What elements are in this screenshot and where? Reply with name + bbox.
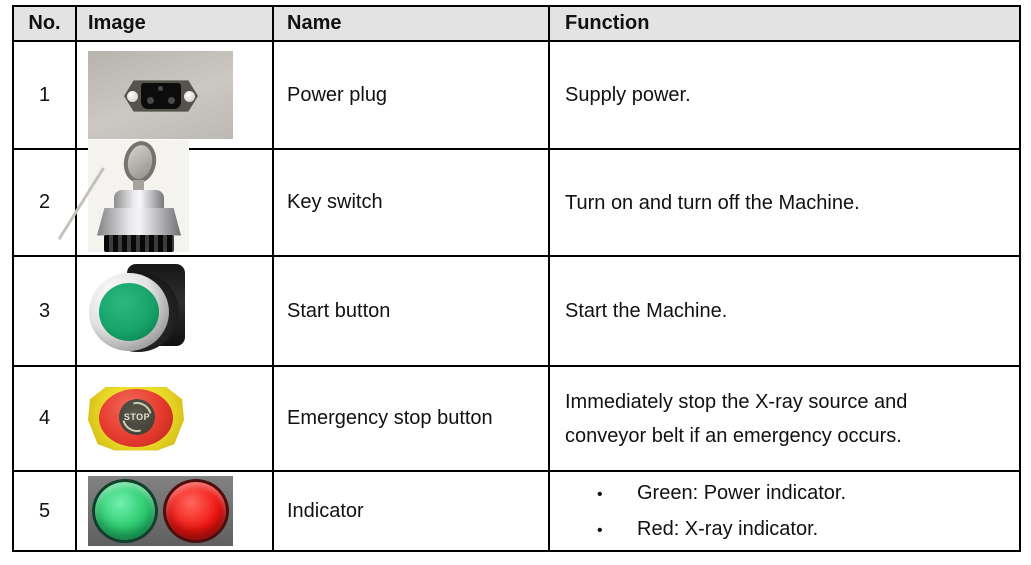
start-button-green-face [99,283,159,341]
column-header-function: Function [548,5,1021,42]
stop-label: STOP [119,398,155,435]
header-row: No. Image Name Function [12,5,1021,42]
part-name: Emergency stop button [272,365,550,472]
key-switch-body [97,207,181,236]
table-row-key-switch: 2 Key switch Turn on and turn off the Ma… [12,138,1021,257]
column-header-no: No. [12,5,77,42]
part-function-text: Immediately stop the X-ray source and co… [565,390,908,447]
key-switch-cap [114,189,164,212]
row-number: 4 [12,365,77,472]
bullet-item: • Red: X-ray indicator. [565,517,1019,541]
power-plug-photo [88,51,233,139]
column-header-image: Image [75,5,274,42]
part-function: Immediately stop the X-ray source and co… [548,365,1021,472]
key-switch-base [104,234,174,252]
bullet-icon: • [597,486,603,503]
plug-pin-top [158,86,163,91]
image-cell [57,138,274,257]
green-indicator-light [92,479,158,543]
bullet-item: • Green: Power indicator. [565,481,1019,505]
key-switch-photo [57,138,189,252]
part-name: Start button [272,255,550,367]
start-button-photo [88,264,185,358]
plug-pin-left [147,97,154,104]
plug-screw-right [184,91,195,102]
bullet-icon: • [597,522,603,539]
table-row-emergency-stop: 4 STOP Emergency stop button Immediately… [12,365,1021,472]
function-bullet-list: • Green: Power indicator. • Red: X-ray i… [565,481,1019,541]
row-number: 5 [12,470,77,552]
row-number: 1 [12,40,77,150]
red-indicator-light [163,479,229,543]
emergency-stop-photo: STOP [88,385,185,452]
row-number: 3 [12,255,77,367]
image-cell [75,470,274,552]
part-function: • Green: Power indicator. • Red: X-ray i… [548,470,1021,552]
row-number: 2 [12,148,77,257]
table-row-start-button: 3 Start button Start the Machine. [12,255,1021,367]
plug-pin-right [168,97,175,104]
plug-socket [141,83,181,109]
table-row-indicator: 5 Indicator • Green: Power indicator. [12,470,1021,552]
part-name: Power plug [272,40,550,150]
plug-screw-left [127,91,138,102]
table-row-power-plug: 1 Power plug [12,40,1021,150]
part-name: Indicator [272,470,550,552]
key-stem [133,179,144,195]
image-cell: STOP [75,365,274,472]
bullet-text: Red: X-ray indicator. [637,518,819,540]
part-function: Supply power. [548,40,1021,150]
machine-parts-table: No. Image Name Function 1 [12,5,1021,552]
image-cell [75,40,274,150]
part-function: Turn on and turn off the Machine. [548,148,1021,257]
key-head [120,138,160,185]
bullet-text: Green: Power indicator. [637,482,846,504]
indicator-lights-photo [88,476,233,546]
column-header-name: Name [272,5,550,42]
plug-flange [124,80,198,112]
part-name: Key switch [272,148,550,257]
image-cell [75,255,274,367]
part-function: Start the Machine. [548,255,1021,367]
